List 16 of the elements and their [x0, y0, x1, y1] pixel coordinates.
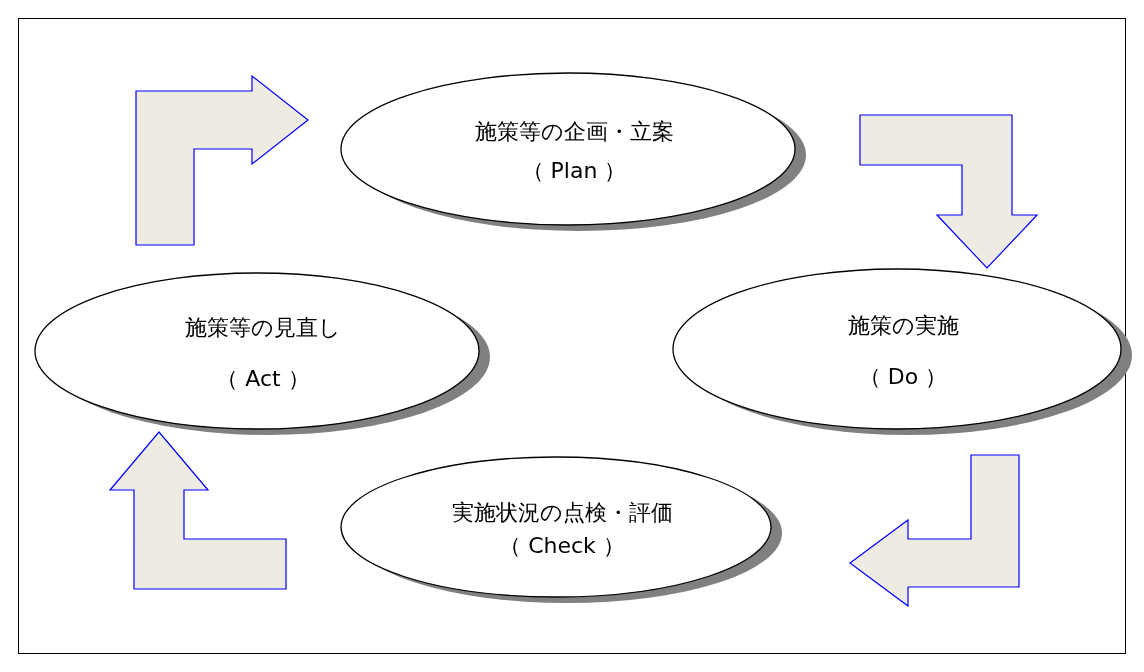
- ellipse-node: [34, 272, 492, 436]
- ellipse-node: [672, 268, 1134, 436]
- node-title: 実施状況の点検・評価: [451, 499, 673, 528]
- ellipse-node: [340, 72, 808, 232]
- block-arrow: [859, 114, 1039, 269]
- node-title: 施策等の見直し: [185, 314, 341, 343]
- block-arrow: [849, 454, 1020, 608]
- node-subtitle: （ Check ）: [499, 532, 625, 560]
- node-subtitle: （ Act ）: [216, 365, 310, 393]
- block-arrow: [108, 431, 287, 590]
- node-title: 施策の実施: [847, 312, 959, 341]
- node-title: 施策等の企画・立案: [474, 118, 674, 147]
- block-arrow: [135, 74, 309, 246]
- ellipse-node: [340, 456, 784, 604]
- node-subtitle: （ Plan ）: [521, 157, 627, 185]
- node-subtitle: （ Do ）: [858, 363, 948, 391]
